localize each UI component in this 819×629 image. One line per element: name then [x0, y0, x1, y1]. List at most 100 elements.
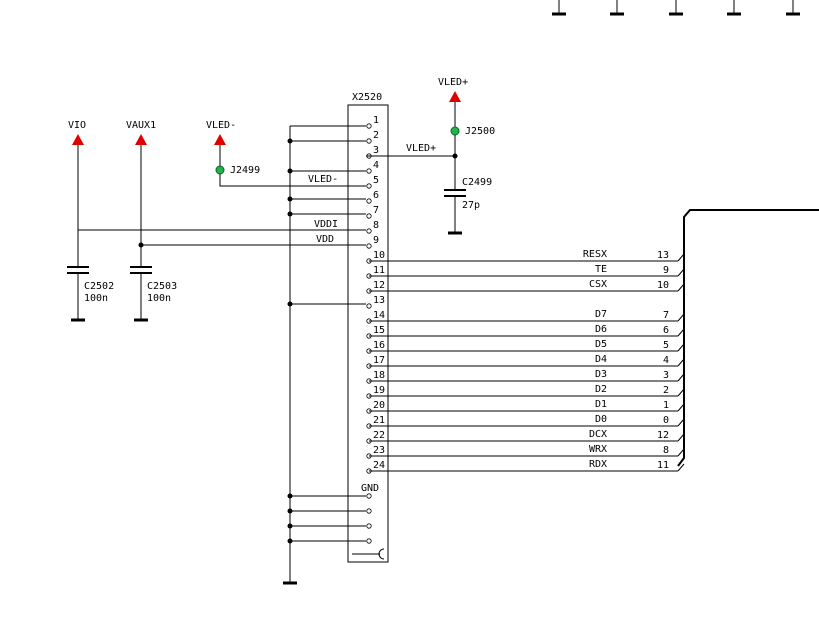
c2503-value: 100n — [147, 293, 171, 304]
vio-power-flag — [72, 134, 84, 145]
bus-entry — [677, 463, 685, 472]
connector-pin-label: 18 — [373, 370, 385, 381]
connector-pin-label: 24 — [373, 460, 385, 471]
bus-entry — [677, 358, 685, 367]
vled-plus-label: VLED+ — [438, 77, 468, 88]
signal-name-d3: D3 — [595, 369, 607, 380]
c2503-ref: C2503 — [147, 281, 177, 292]
bus-index-label: 0 — [663, 415, 669, 426]
bus-entry — [677, 403, 685, 412]
bus-entry — [677, 313, 685, 322]
signal-name-d0: D0 — [595, 414, 607, 425]
connector-pin-label: 14 — [373, 310, 385, 321]
bus-index-label: 12 — [657, 430, 669, 441]
connector-gnd-pin — [366, 493, 372, 499]
vdd-net-label: VDD — [316, 234, 334, 245]
signal-name-csx: CSX — [589, 279, 607, 290]
bus-entry — [677, 433, 685, 442]
connector-pin-7 — [366, 213, 372, 219]
connector-pin-label: 16 — [373, 340, 385, 351]
connector-pin-label: 9 — [373, 235, 379, 246]
bus-entry — [677, 253, 685, 262]
connector-pin-5 — [366, 183, 372, 189]
vled-plus-net-label: VLED+ — [406, 143, 436, 154]
connector-pin-label: 10 — [373, 250, 385, 261]
connector-pin-label: 3 — [373, 145, 379, 156]
connector-ref: X2520 — [352, 92, 382, 103]
bus-index-label: 7 — [663, 310, 669, 321]
signal-name-d1: D1 — [595, 399, 607, 410]
bus-index-label: 6 — [663, 325, 669, 336]
connector-pin-2 — [366, 138, 372, 144]
bus-entry — [677, 283, 685, 292]
connector-gnd-pin — [366, 508, 372, 514]
shield-symbol — [352, 548, 385, 560]
bus-index-label: 8 — [663, 445, 669, 456]
j2499-ref: J2499 — [230, 165, 260, 176]
c2499-ref: C2499 — [462, 177, 492, 188]
bus-index-label: 2 — [663, 385, 669, 396]
connector-pin-label: 2 — [373, 130, 379, 141]
signal-name-dcx: DCX — [589, 429, 607, 440]
vled-minus-label: VLED- — [206, 120, 236, 131]
connector-pin-label: 23 — [373, 445, 385, 456]
connector-pin-1 — [366, 123, 372, 129]
connector-pin-label: 6 — [373, 190, 379, 201]
connector-pin-8 — [366, 228, 372, 234]
vled-minus-net-label: VLED- — [308, 174, 338, 185]
connector-pin-label: 12 — [373, 280, 385, 291]
bus-index-label: 11 — [657, 460, 669, 471]
connector-pin-label: 15 — [373, 325, 385, 336]
connector-pin-label: 11 — [373, 265, 385, 276]
bus-entry — [677, 388, 685, 397]
connector-gnd-pin — [366, 523, 372, 529]
top-ground-stubs — [552, 0, 800, 16]
bus-index-label: 13 — [657, 250, 669, 261]
vled-minus-power-flag — [214, 134, 226, 145]
connector-pin-label: 4 — [373, 160, 379, 171]
bus-border — [677, 209, 819, 467]
vdd-junction — [138, 242, 144, 248]
bus-index-label: 9 — [663, 265, 669, 276]
connector-gnd-label: GND — [361, 483, 379, 494]
connector-pin-label: 20 — [373, 400, 385, 411]
vled-plus-power-flag — [449, 91, 461, 102]
vled-minus-wire — [219, 174, 366, 187]
connector-pin-label: 19 — [373, 385, 385, 396]
connector-pin-label: 22 — [373, 430, 385, 441]
bus-index-label: 5 — [663, 340, 669, 351]
ground-taps — [287, 125, 366, 544]
bus-entry — [677, 343, 685, 352]
signal-name-d7: D7 — [595, 309, 607, 320]
vled-plus-junction — [452, 153, 458, 159]
signal-name-d4: D4 — [595, 354, 607, 365]
signal-name-d5: D5 — [595, 339, 607, 350]
c2502-capacitor — [67, 266, 89, 322]
bus-index-label: 1 — [663, 400, 669, 411]
bus-index-label: 10 — [657, 280, 669, 291]
bus-entry — [677, 373, 685, 382]
bus-index-label: 3 — [663, 370, 669, 381]
connector-pin-label: 13 — [373, 295, 385, 306]
vddi-net-label: VDDI — [314, 219, 338, 230]
connector-body — [347, 104, 389, 563]
connector-pin-label: 8 — [373, 220, 379, 231]
bus-entry — [677, 418, 685, 427]
c2502-ref: C2502 — [84, 281, 114, 292]
c2499-capacitor — [444, 189, 466, 235]
bus-entry — [677, 448, 685, 457]
bus-entry — [677, 268, 685, 277]
j2499-jumper — [215, 165, 225, 175]
connector-pin-label: 17 — [373, 355, 385, 366]
j2500-jumper — [450, 126, 460, 136]
c2499-value: 27p — [462, 200, 480, 211]
connector-pin-6 — [366, 198, 372, 204]
bus-index-label: 4 — [663, 355, 669, 366]
c2502-value: 100n — [84, 293, 108, 304]
signal-name-wrx: WRX — [589, 444, 607, 455]
connector-pin-13 — [366, 303, 372, 309]
connector-pin-label: 5 — [373, 175, 379, 186]
